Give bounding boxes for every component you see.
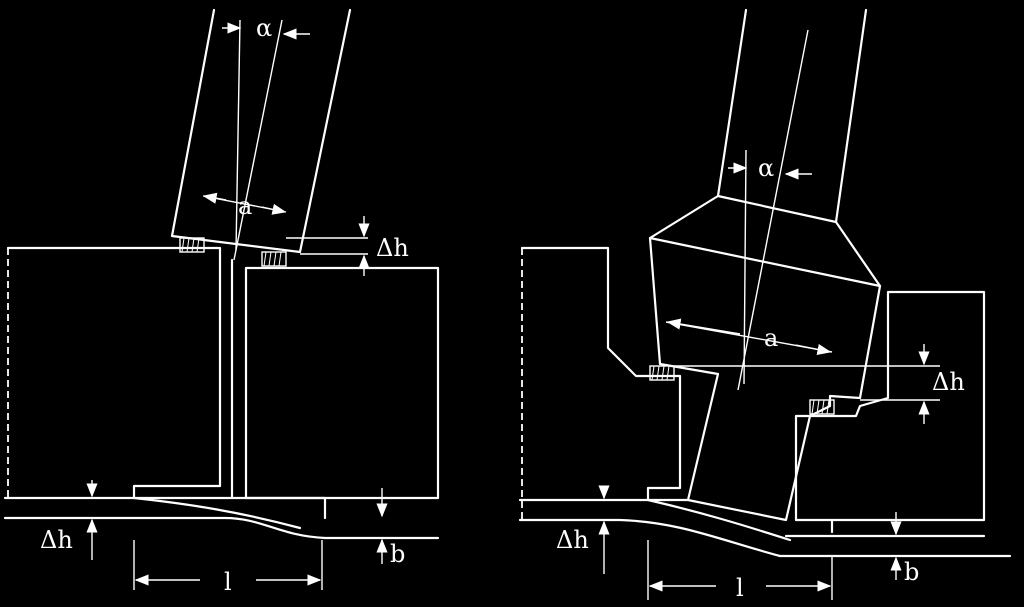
- right-block-left: [520, 246, 682, 502]
- left-a-label: a: [238, 192, 252, 220]
- right-base-deformed: [518, 518, 1012, 558]
- left-block-left: [6, 246, 222, 500]
- right-contact-hatch-2: [809, 399, 835, 415]
- left-contact-hatch-2: [261, 251, 287, 267]
- right-tool-shank: [716, 8, 868, 224]
- right-alpha-label: α: [758, 154, 774, 182]
- right-tool-head-line: [648, 236, 882, 288]
- right-dh-extension: [674, 365, 940, 401]
- right-l-label: l: [736, 574, 744, 602]
- left-block-right-foot: [244, 496, 327, 520]
- right-bend-curve: [646, 498, 792, 542]
- left-figure: α a Δh Δh b l: [3, 8, 440, 596]
- left-bend-curve: [132, 496, 302, 530]
- right-dh-bottom-label: Δh: [556, 526, 589, 554]
- left-b-label: b: [390, 540, 405, 568]
- right-l-extensions: [647, 540, 833, 600]
- left-l-extensions: [133, 540, 323, 590]
- right-block-right: [794, 290, 986, 534]
- left-l-label: l: [224, 568, 232, 596]
- left-a-arrow-1: [202, 192, 227, 204]
- right-dh-top-label: Δh: [932, 368, 965, 396]
- left-base-deformed: [3, 516, 440, 540]
- left-a-arrow-2: [261, 203, 287, 215]
- left-tool-body: [170, 8, 352, 254]
- right-contact-hatch-1: [649, 365, 675, 381]
- left-dh-top-extension: [286, 237, 368, 255]
- right-vertical-axis: [743, 149, 747, 385]
- left-block-right: [244, 266, 440, 500]
- left-dh-bottom-label: Δh: [40, 526, 73, 554]
- left-contact-hatch-1: [179, 237, 205, 253]
- right-a-label: a: [764, 324, 778, 352]
- right-b-label: b: [904, 558, 919, 586]
- right-figure: α a Δh Δh b l: [518, 8, 1012, 602]
- left-dh-top-label: Δh: [376, 234, 409, 262]
- right-a-arrow-2: [795, 343, 832, 355]
- left-vertical-axis: [235, 19, 241, 251]
- left-alpha-label: α: [256, 14, 272, 42]
- left-tool-axis: [233, 19, 283, 261]
- right-tool-axis: [737, 29, 809, 391]
- right-a-arrow-1: [666, 318, 741, 335]
